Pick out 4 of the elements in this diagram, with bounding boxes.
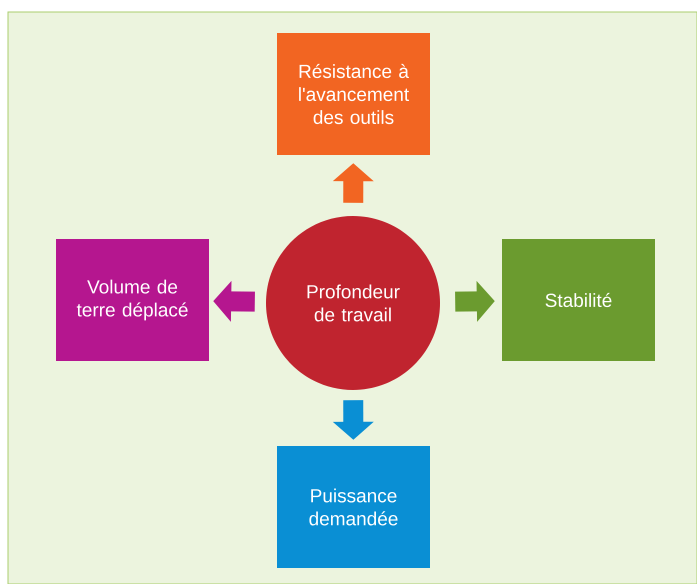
topic-box: Stabilité: [502, 239, 655, 361]
topic-box: Résistance à l'avancement des outils: [277, 33, 430, 155]
topic-box: Volume de terre déplacé: [56, 239, 209, 361]
topic-box: Puissance demandée: [277, 446, 430, 568]
